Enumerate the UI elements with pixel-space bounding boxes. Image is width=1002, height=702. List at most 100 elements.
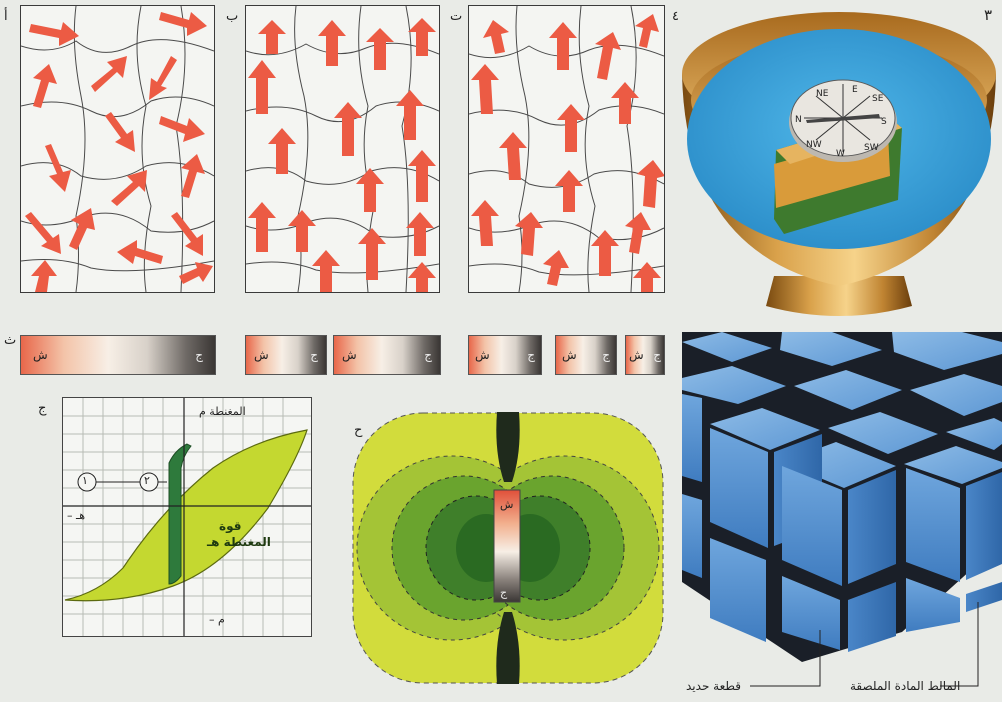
compass-e: E xyxy=(852,85,858,95)
field-south: ج xyxy=(500,586,508,599)
magnet-south: ج xyxy=(653,348,661,362)
magnet-north: ش xyxy=(562,348,577,362)
magnetic-field: ش ج xyxy=(352,412,664,684)
hysteresis-label: ج xyxy=(38,402,46,415)
curve-2-label: ٢ xyxy=(144,475,150,486)
arrow-up-icon xyxy=(334,102,362,156)
arrow-up-icon xyxy=(637,160,664,208)
arrow-right-icon xyxy=(29,22,79,46)
domain-cells-a xyxy=(21,6,214,292)
arrow-right-icon xyxy=(159,116,205,142)
iron-cubes xyxy=(682,332,1002,662)
arrow-up-icon xyxy=(69,208,95,250)
magnets-label: ث xyxy=(4,334,16,347)
arrow-down-icon xyxy=(111,170,147,206)
arrow-up-icon xyxy=(555,170,583,212)
arrow-right-icon xyxy=(159,12,207,36)
magnet-south: ج xyxy=(527,348,535,362)
y-axis-bottom-label: – م xyxy=(209,614,225,625)
arrow-up-icon xyxy=(268,128,296,174)
panel-label-b: ب xyxy=(226,10,238,23)
magnet-bar-quarter-2: ش ج xyxy=(555,335,617,375)
x-axis-left-label: – هـ xyxy=(67,510,85,521)
compass-ne: NE xyxy=(816,89,829,99)
arrow-up-icon xyxy=(408,262,436,292)
arrow-right-icon xyxy=(179,262,213,284)
y-axis-top-label: المغنطة م xyxy=(199,406,246,417)
hysteresis-grid xyxy=(63,398,311,636)
magnet-south: ج xyxy=(310,348,318,362)
magnet-south: ج xyxy=(424,348,432,362)
arrow-up-icon xyxy=(312,250,340,292)
panel-label-t: ت xyxy=(450,10,462,23)
compass-bowl: NE E SE S SW W NW N xyxy=(676,4,1002,334)
glue-label: المالط المادة الملصقة xyxy=(850,680,960,692)
magnet-bar-half-1: ش ج xyxy=(245,335,327,375)
arrow-up-icon xyxy=(258,20,286,54)
arrow-up-icon xyxy=(181,154,205,198)
magnet-north: ش xyxy=(342,348,357,362)
arrow-up-icon xyxy=(396,90,424,140)
arrow-up-icon xyxy=(408,18,436,56)
domain-cells-b xyxy=(246,6,439,292)
magnet-bar-half-2: ش ج xyxy=(333,335,441,375)
arrow-up-icon xyxy=(557,104,585,152)
arrow-up-icon xyxy=(549,22,577,70)
x-axis-label-1: قوة xyxy=(219,520,241,532)
iron-piece-label: قطعة حديد xyxy=(686,680,741,692)
compass-se: SE xyxy=(872,94,884,104)
domain-cells-t xyxy=(469,6,664,292)
magnet-bar-whole: ش ج xyxy=(20,335,216,375)
compass-n: N xyxy=(795,115,802,125)
arrow-up-icon xyxy=(471,64,499,114)
arrow-up-icon xyxy=(33,64,57,108)
arrow-down-icon xyxy=(149,56,177,100)
arrow-up-icon xyxy=(591,230,619,276)
x-axis-label-2: المغنطة هـ xyxy=(207,536,271,548)
arrow-up-icon xyxy=(611,82,639,124)
domain-arrows-t xyxy=(471,14,664,292)
domain-panel-t xyxy=(468,5,665,293)
arrow-up-icon xyxy=(318,20,346,66)
panel-label-a: أ xyxy=(4,10,8,23)
magnet-south: ج xyxy=(195,348,203,362)
arrow-up-icon xyxy=(635,14,659,48)
arrow-up-icon xyxy=(248,202,276,252)
field-north: ش xyxy=(500,498,513,511)
magnet-south: ج xyxy=(602,348,610,362)
arrow-up-icon xyxy=(625,212,651,254)
arrow-up-icon xyxy=(483,20,509,54)
arrow-up-icon xyxy=(633,262,661,292)
magnet-bar-quarter-1: ش ج xyxy=(468,335,542,375)
arrow-up-icon xyxy=(91,56,127,92)
hysteresis-loop-1 xyxy=(65,430,307,601)
arrow-down-icon xyxy=(105,112,135,152)
arrow-up-icon xyxy=(543,250,569,286)
compass-w: W xyxy=(836,149,845,159)
magnet-north: ش xyxy=(33,348,48,362)
arrow-up-icon xyxy=(366,28,394,70)
arrow-down-icon xyxy=(171,212,203,256)
compass-nw: NW xyxy=(806,140,822,150)
compass-sw: SW xyxy=(864,143,879,153)
magnet-north: ش xyxy=(629,348,644,362)
arrow-up-icon xyxy=(595,32,621,80)
arrow-up-icon xyxy=(288,210,316,252)
arrow-up-icon xyxy=(356,168,384,212)
domain-panel-a xyxy=(20,5,215,293)
hysteresis-panel: ١ ٢ المغنطة م – م – هـ قوة المغنطة هـ xyxy=(62,397,312,637)
arrow-left-icon xyxy=(117,240,163,264)
arrow-down-icon xyxy=(25,212,61,254)
arrow-up-icon xyxy=(471,200,499,246)
arrow-up-icon xyxy=(408,150,436,202)
arrow-up-icon xyxy=(406,212,434,256)
arrow-up-icon xyxy=(248,60,276,114)
arrow-up-icon xyxy=(31,260,57,292)
magnet-north: ش xyxy=(254,348,269,362)
magnet-north: ش xyxy=(475,348,490,362)
arrow-up-icon xyxy=(499,132,527,180)
compass-s: S xyxy=(881,117,887,127)
curve-1-label: ١ xyxy=(82,475,88,486)
magnet-bar-quarter-3: ش ج xyxy=(625,335,665,375)
domain-panel-b xyxy=(245,5,440,293)
